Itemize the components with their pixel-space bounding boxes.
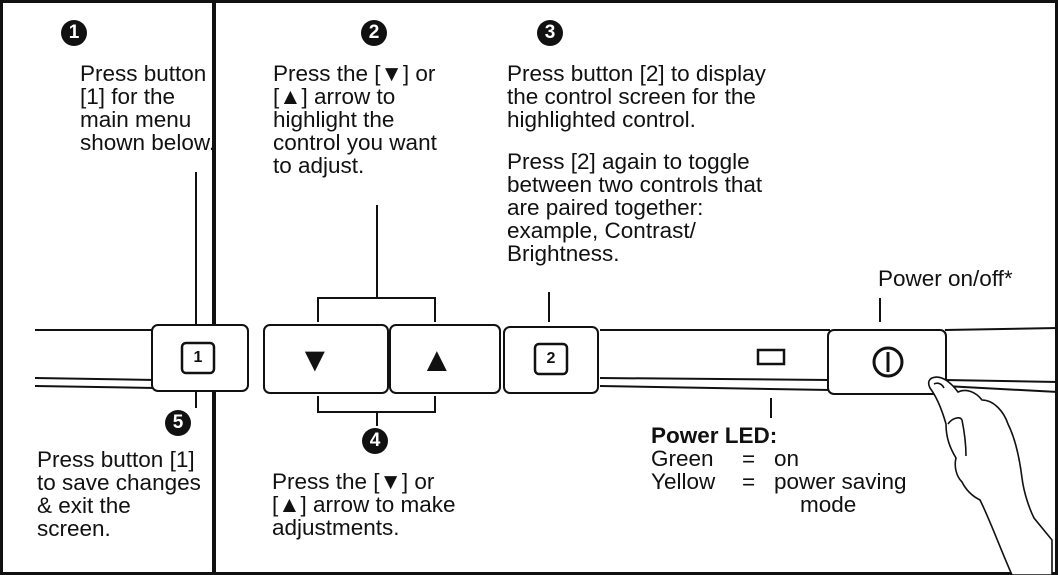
button-1-label[interactable]: 1 [193, 349, 203, 366]
step-3-text-2: Press [2] again to toggle between two co… [507, 149, 763, 266]
power-label: Power on/off* [878, 266, 1013, 291]
led-row-green-state: on [774, 446, 800, 471]
led-row-green-color: Green [651, 446, 714, 471]
step-1-number: 1 [61, 20, 87, 46]
down-arrow-icon[interactable]: ▼ [298, 341, 332, 379]
divider-line [212, 0, 216, 575]
button-up [389, 324, 501, 394]
hand-drawing [927, 376, 1053, 575]
step-4-text: Press the [▼] or [▲] arrow to make adjus… [272, 469, 456, 540]
button-down [263, 324, 389, 394]
power-icon [872, 346, 904, 378]
button-2-label[interactable]: 2 [546, 350, 556, 367]
led-row-yellow-color: Yellow [651, 469, 716, 494]
up-arrow-icon[interactable]: ▲ [420, 341, 454, 379]
step-3-number: 3 [537, 20, 563, 46]
step-2-number: 2 [361, 20, 387, 46]
step-1-text: Press button [1] for the main menu shown… [80, 61, 216, 155]
step-5-text: Press button [1] to save changes & exit … [37, 447, 201, 541]
step-3-text: Press button [2] to display the control … [507, 61, 766, 132]
power-led-title: Power LED: [651, 423, 778, 448]
step-5-number: 5 [165, 410, 191, 436]
step-4-number: 4 [362, 428, 388, 454]
led-row-green-eq: = [742, 446, 756, 471]
power-led [756, 348, 786, 366]
step-2-text: Press the [▼] or [▲] arrow to highlight … [273, 61, 437, 178]
led-row-yellow-eq: = [742, 469, 756, 494]
